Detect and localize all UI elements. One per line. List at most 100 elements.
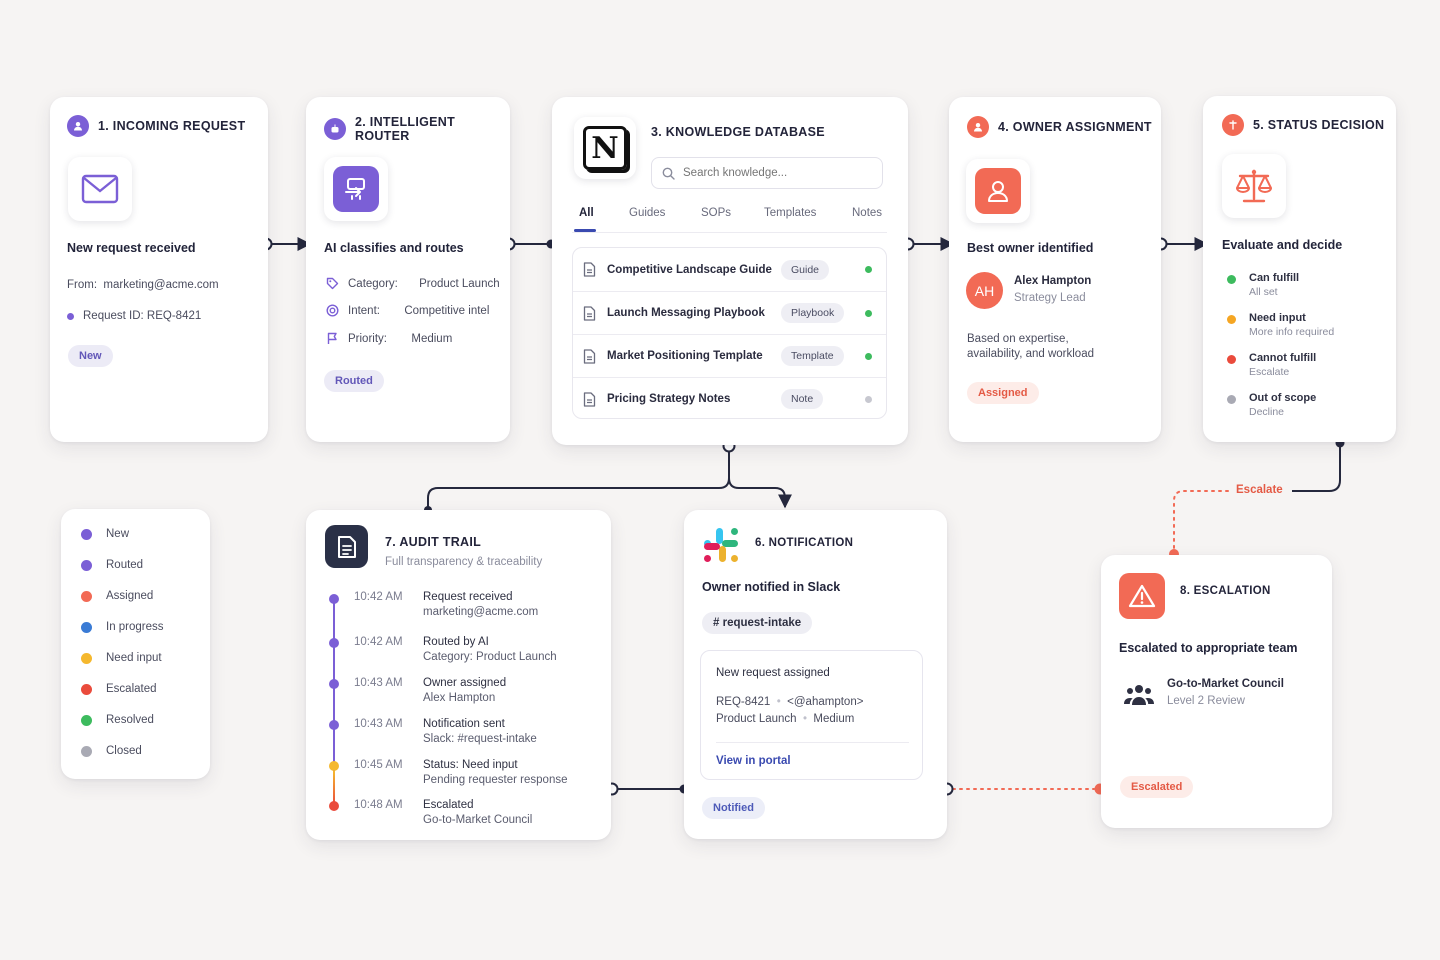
legend-label: In progress [106,621,164,633]
item-status-dot [865,309,872,317]
legend-dot [81,590,92,602]
priority-row: Priority: Medium [326,332,452,345]
escalation-title: 8. ESCALATION [1180,585,1271,597]
category-row: Category: Product Launch [326,277,500,290]
from-row: From: marketing@acme.com [67,279,219,291]
timeline-dot [329,594,339,604]
document-icon [583,349,596,364]
legend-dot [81,528,92,540]
notification-header: 6. NOTIFICATION [755,537,853,549]
flag-icon [327,332,337,344]
view-in-portal-link[interactable]: View in portal [716,755,791,767]
user-icon [67,115,89,137]
audit-trail-card[interactable]: 7. AUDIT TRAIL Full transparency & trace… [306,510,611,840]
escalation-header: 8. ESCALATION [1180,585,1271,597]
intent-value: Competitive intel [404,304,490,317]
event-time: 10:45 AM [354,759,403,771]
tab-notes[interactable]: Notes [852,207,883,219]
option-label: Cannot fulfill [1249,352,1317,364]
legend-escalated: Escalated [81,683,157,695]
from-label: From: [67,279,98,291]
event-title: Escalated [423,799,474,811]
robot-icon [324,118,346,140]
event-detail: Alex Hampton [423,692,496,704]
routing-icon [345,178,365,200]
legend-routed: Routed [81,559,143,571]
slack-channel-chip[interactable]: # request-intake [702,612,813,634]
option-dot [1227,395,1236,404]
search-input[interactable] [683,167,863,179]
router-tile [324,157,388,221]
status-legend: New Routed Assigned In progress Need inp… [61,509,210,779]
router-title: 2. INTELLIGENT ROUTER [355,115,456,143]
timeline-dot [329,679,339,689]
owner-name: Alex Hampton [1014,275,1092,287]
legend-in-progress: In progress [81,621,164,633]
audit-logo-tile [325,525,368,568]
category-value: Product Launch [419,277,500,290]
escalation-card[interactable]: 8. ESCALATION Escalated to appropriate t… [1101,555,1332,828]
escalate-connector-label: Escalate [1236,484,1283,496]
list-item[interactable]: Competitive Landscape Guide Guide [573,248,886,291]
legend-assigned: Assigned [81,590,153,602]
item-name: Launch Messaging Playbook [607,307,765,319]
email-tile [68,157,132,221]
tab-sops[interactable]: SOPs [701,207,732,219]
incoming-request-card[interactable]: 1. INCOMING REQUEST New request received… [50,97,268,442]
event-detail: Go-to-Market Council [423,814,533,826]
option-sub: Escalate [1249,366,1290,378]
team-icon [1124,685,1154,705]
priority-label: Priority: [348,332,387,345]
option-label: Need input [1249,312,1306,324]
legend-label: Need input [106,652,162,664]
event-time: 10:43 AM [354,677,403,689]
notification-card[interactable]: 6. NOTIFICATION Owner notified in Slack … [684,510,947,839]
item-tag: Guide [781,259,830,280]
timeline-dot [329,720,339,730]
request-id-dot [67,312,74,320]
option-dot [1227,355,1236,364]
message-divider [716,742,909,743]
status-decision-card[interactable]: 5. STATUS DECISION Evaluate and decide C… [1203,96,1396,442]
legend-need-input: Need input [81,652,162,664]
owner-header: 4. OWNER ASSIGNMENT [967,116,1152,138]
legend-resolved: Resolved [81,714,154,726]
knowledge-search[interactable] [651,157,883,189]
list-item[interactable]: Market Positioning Template Template [573,334,886,377]
legend-label: Routed [106,559,144,571]
item-name: Pricing Strategy Notes [607,393,731,405]
owner-headline: Best owner identified [967,241,1094,255]
knowledge-header: 3. KNOWLEDGE DATABASE [651,125,825,139]
document-icon [583,306,596,321]
option-label: Out of scope [1249,392,1317,404]
intent-label: Intent: [348,304,380,317]
person-icon [967,116,989,138]
option-sub: All set [1249,286,1278,298]
tag-icon [326,277,339,290]
legend-closed: Closed [81,745,142,757]
knowledge-tabs: All Guides SOPs Templates Notes [572,207,887,233]
warning-tile [1119,573,1165,619]
tab-guides[interactable]: Guides [629,207,666,219]
event-time: 10:43 AM [354,718,403,730]
tab-all[interactable]: All [579,207,594,219]
intelligent-router-card[interactable]: 2. INTELLIGENT ROUTER AI classifies and … [306,97,510,442]
knowledge-database-card[interactable]: N 3. KNOWLEDGE DATABASE All Guides SOPs … [552,97,908,445]
event-detail: marketing@acme.com [423,606,539,618]
list-item[interactable]: Launch Messaging Playbook Playbook [573,291,886,334]
slack-message-preview[interactable]: New request assigned REQ-8421 • <@ahampt… [700,650,923,780]
list-item[interactable]: Pricing Strategy Notes Note [573,377,886,418]
notion-logo-tile: N [574,117,636,179]
tab-templates[interactable]: Templates [764,207,817,219]
message-request-id: REQ-8421 [716,696,771,708]
escalation-level: Level 2 Review [1167,695,1245,707]
intent-row: Intent: Competitive intel [326,304,489,317]
option-dot [1227,275,1236,284]
notification-headline: Owner notified in Slack [702,580,841,594]
notification-title: 6. NOTIFICATION [755,537,854,549]
item-tag: Playbook [781,303,845,323]
status-badge-notified: Notified [702,797,765,819]
option-sub: More info required [1249,326,1335,338]
owner-assignment-card[interactable]: 4. OWNER ASSIGNMENT Best owner identifie… [949,97,1161,442]
event-title: Routed by AI [423,636,489,648]
